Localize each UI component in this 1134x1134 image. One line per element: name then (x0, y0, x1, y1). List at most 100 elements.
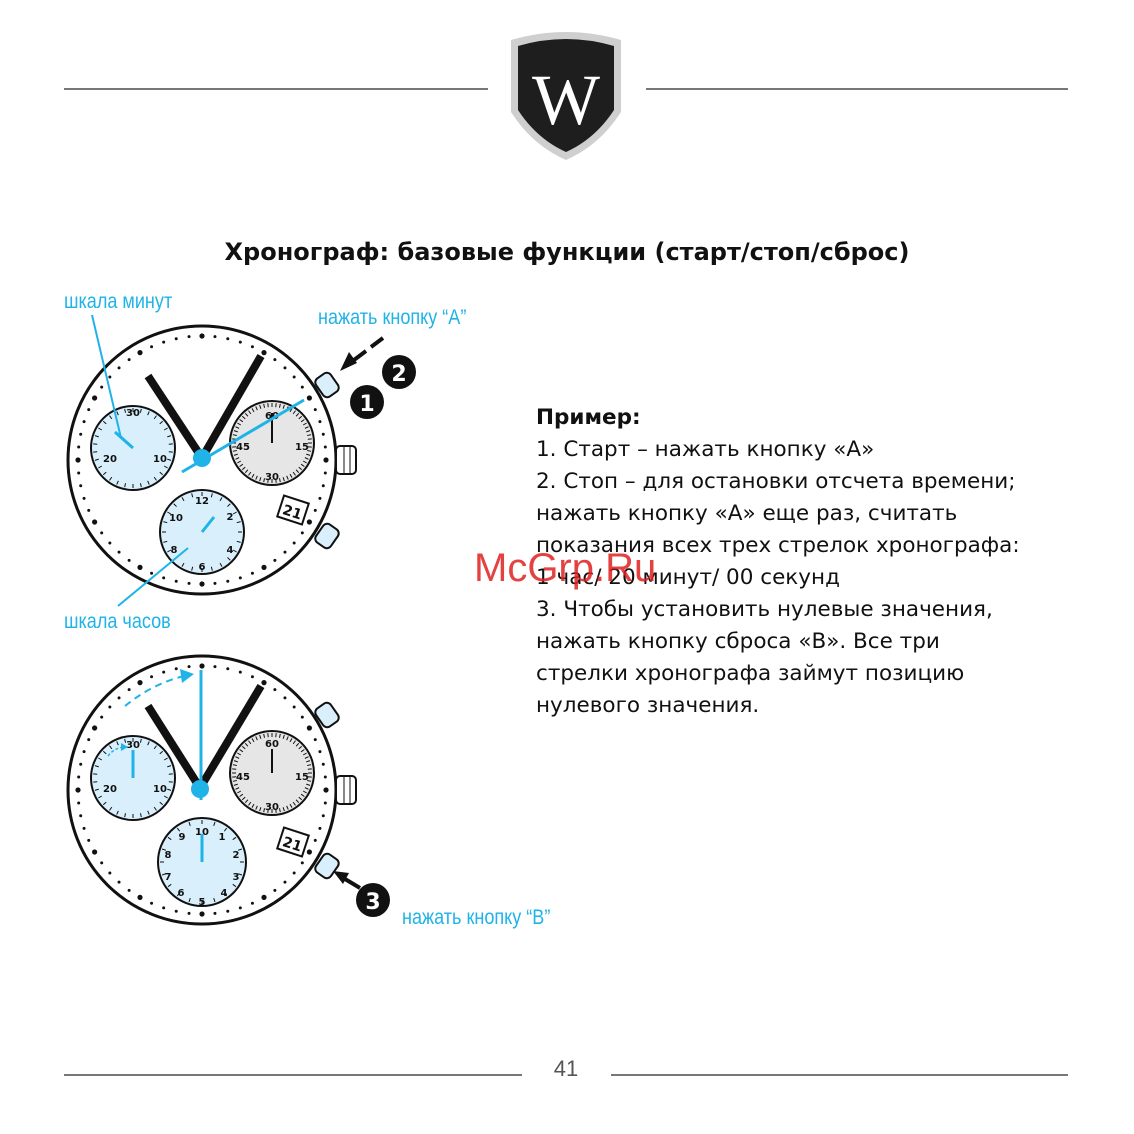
svg-text:8: 8 (171, 545, 178, 556)
subdial-tick (286, 805, 289, 810)
minute-dot (313, 838, 317, 842)
subdial-tick (292, 740, 296, 745)
minute-dot (226, 667, 230, 671)
subdial-tick (302, 790, 307, 794)
subdial-tick (102, 471, 107, 476)
subdial-tick (298, 745, 303, 750)
minute-dot (87, 508, 91, 512)
subdial-tick (116, 741, 119, 746)
subdial-tick (300, 749, 305, 753)
subdial-tick (244, 412, 249, 417)
subdial-tick (237, 873, 243, 876)
minute-dot (273, 558, 277, 562)
minute-dot (187, 581, 191, 585)
subdial-tick (282, 477, 285, 482)
minute-dot (283, 550, 287, 554)
minute-scale-pointer (91, 314, 122, 439)
subdial-tick (278, 478, 281, 483)
subdial-tick (219, 497, 223, 502)
subdial-tick (233, 783, 238, 786)
minute-dot (92, 849, 98, 855)
minute-dot (77, 445, 81, 449)
subdial-tick (181, 497, 185, 502)
svg-text:60: 60 (265, 739, 279, 750)
minute-dot (127, 688, 131, 692)
subdial-tick (98, 427, 103, 431)
subdial-tick (124, 738, 127, 743)
subdial-tick (109, 415, 113, 420)
minute-dot (273, 358, 277, 362)
subdial-tick (161, 848, 167, 851)
subdial-tick (232, 434, 237, 437)
minute-dot (137, 680, 143, 686)
subdial-tick (292, 410, 296, 415)
subdial-tick (236, 540, 241, 543)
svg-text:15: 15 (295, 442, 309, 453)
subdial-tick (94, 458, 99, 461)
subdial-tick (191, 493, 194, 498)
minute-dot (292, 375, 296, 379)
subdial-tick (163, 540, 168, 543)
minute-dot (100, 531, 104, 535)
svg-text:4: 4 (227, 545, 234, 556)
minute-dot (108, 375, 112, 379)
minute-dot (82, 420, 86, 424)
svg-text:21: 21 (280, 502, 303, 523)
minute-dot (117, 550, 121, 554)
minute-dot (321, 814, 325, 818)
hours-hand (200, 516, 216, 533)
minute-dot (273, 888, 277, 892)
subdial-tick (307, 434, 312, 437)
subdial-tick (181, 562, 185, 567)
subdial-tick (239, 793, 244, 797)
subdial-tick (255, 805, 258, 810)
subdial-tick (116, 810, 119, 815)
minute-dot (306, 395, 312, 401)
subdial-tick (259, 404, 262, 409)
svg-text:3: 3 (365, 890, 380, 915)
subdial-tick (241, 796, 246, 801)
svg-text:10: 10 (153, 784, 167, 795)
crown (335, 445, 357, 475)
minute-dot (187, 335, 191, 339)
minute-dot (187, 665, 191, 669)
step-2-marker: 2 (382, 355, 416, 389)
minute-dot (150, 571, 154, 575)
example-line: 2. Стоп – для остановки отсчета времени; (536, 469, 1016, 494)
subdial-tick (289, 738, 293, 743)
svg-text:2: 2 (227, 512, 234, 523)
minute-dot (238, 340, 242, 344)
subdial-tick (298, 466, 303, 471)
subdial-tick (251, 738, 255, 743)
minute-dot (250, 571, 254, 575)
minute-dot (100, 385, 104, 389)
subdial-tick (235, 787, 240, 790)
minute-dot (300, 531, 304, 535)
minute-dot (313, 508, 317, 512)
minute-dot (292, 705, 296, 709)
svg-text:30: 30 (265, 472, 279, 483)
minute-dot (79, 814, 83, 818)
minute-dot (199, 581, 205, 587)
subdial-tick (210, 566, 213, 571)
subdial-tick (289, 473, 293, 478)
svg-text:3: 3 (233, 872, 240, 883)
subdial-tick (236, 521, 241, 524)
subdial-tick (237, 460, 242, 464)
example-line: стрелки хронографа займут позицию (536, 661, 965, 686)
step-3-marker: 3 (356, 883, 390, 917)
minute-dot (323, 775, 327, 779)
subdial-tick (298, 796, 303, 801)
svg-text:20: 20 (103, 784, 117, 795)
subdial-tick (300, 419, 305, 423)
subdial-tick (259, 807, 262, 812)
example-line: 1. Старт – нажать кнопку «А» (536, 437, 875, 462)
subdial-tick (210, 493, 213, 498)
hour-scale-label: шкала часов (64, 610, 171, 633)
subdial-tick (282, 404, 285, 409)
subdial-tick (248, 801, 252, 806)
subdial-tick (94, 788, 99, 791)
subdial-tick (278, 733, 281, 738)
subdial-tick (232, 779, 237, 782)
minute-dot (300, 861, 304, 865)
